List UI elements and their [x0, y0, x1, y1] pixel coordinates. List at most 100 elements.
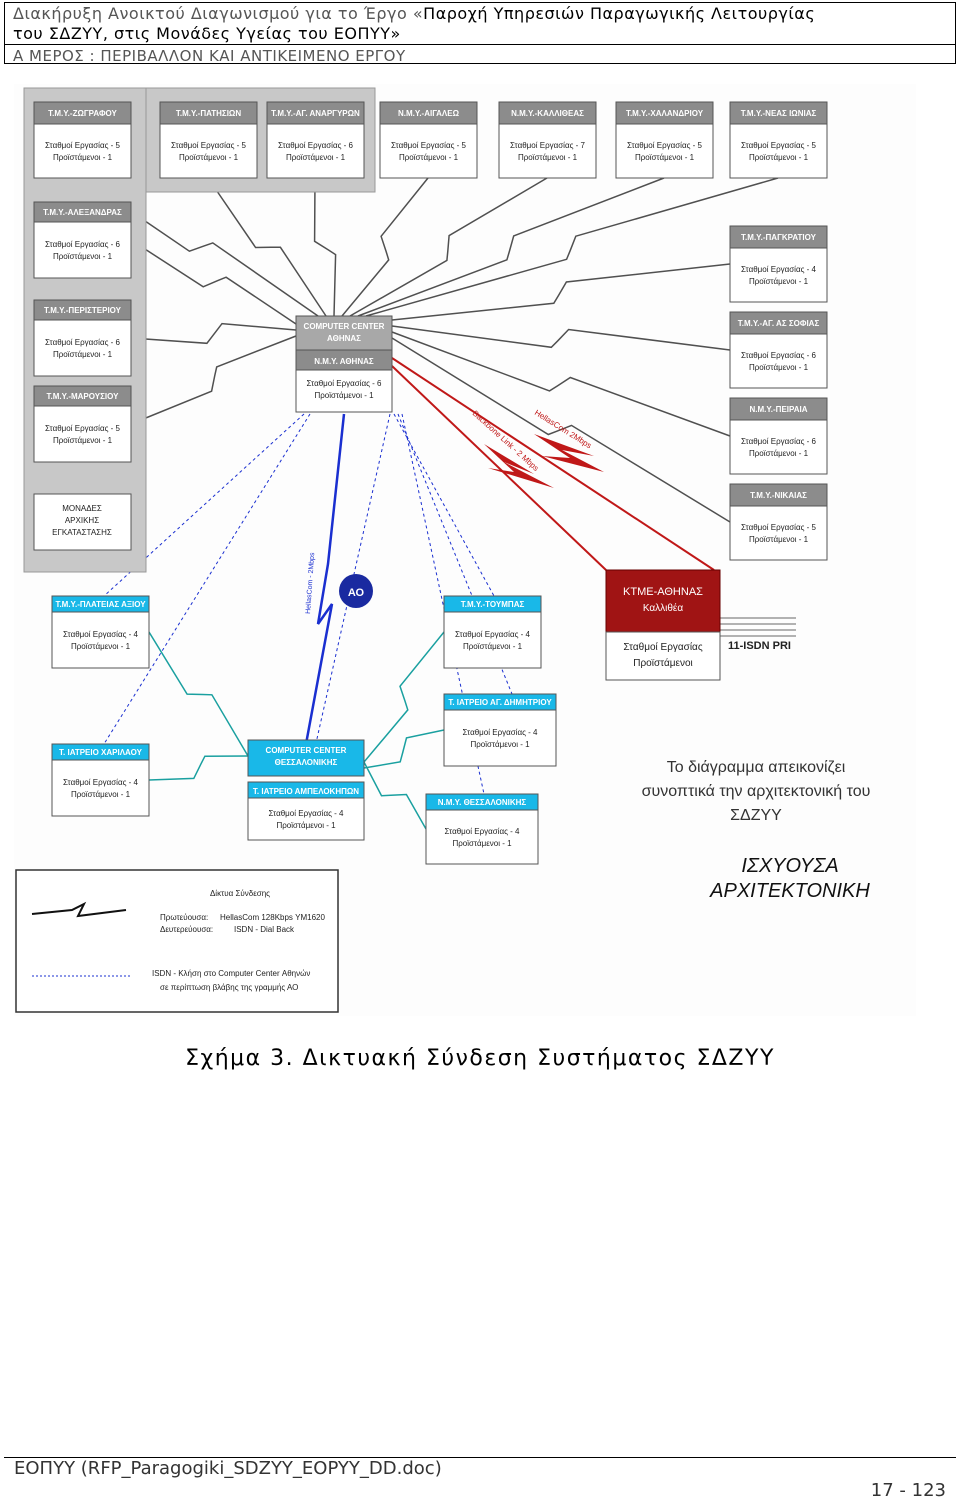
link-left-unit-0 — [130, 239, 297, 325]
red-hellascom-link — [391, 357, 715, 571]
north-unit-2-heads: Προϊστάμενοι - 1 — [470, 740, 530, 749]
top-unit-2-title-bar — [266, 101, 365, 125]
left-unit-1-stations: Σταθμοί Εργασίας - 6 — [45, 338, 121, 347]
link-right-unit-1 — [391, 325, 731, 351]
north-unit-4-title: Ν.Μ.Υ. ΘΕΣΣΑΛΟΝΙΚΗΣ — [438, 798, 527, 807]
link-north-unit-3 — [148, 755, 249, 781]
top-unit-4-title: Ν.Μ.Υ.-ΚΑΛΛΙΘΕΑΣ — [511, 109, 584, 118]
other-units-line-1: ΜΟΝΑΔΕΣ — [62, 504, 102, 513]
left-unit-2-title: Τ.Μ.Υ.-ΜΑΡΟΥΣΙΟΥ — [47, 392, 120, 401]
north-unit-4-stations: Σταθμοί Εργασίας - 4 — [444, 827, 520, 836]
top-unit-0-stations: Σταθμοί Εργασίας - 5 — [45, 141, 121, 150]
figure-caption: Σχήμα 3. Δικτυακή Σύνδεση Συστήματος ΣΔΖ… — [185, 1046, 775, 1071]
left-unit-1-heads: Προϊστάμενοι - 1 — [53, 350, 113, 359]
header-line-1: Διακήρυξη Ανοικτού Διαγωνισμού για το Έρ… — [13, 4, 815, 24]
diagram-note-line-2: συνοπτικά την αρχιτεκτονική του — [642, 783, 871, 800]
other-units-line-2: ΑΡΧΙΚΗΣ — [65, 516, 99, 525]
ktme-stations: Σταθμοί Εργασίας — [623, 641, 702, 653]
top-unit-6-title-bar — [729, 101, 828, 125]
right-unit-3-title-bar — [729, 483, 828, 507]
page-header: Διακήρυξη Ανοικτού Διαγωνισμού για το Έρ… — [4, 2, 956, 65]
right-unit-1-title-bar — [729, 311, 828, 335]
dashed-link-2 — [393, 413, 495, 597]
right-unit-1-heads: Προϊστάμενοι - 1 — [749, 363, 809, 372]
footer-page-number: 17 - 123 — [870, 1480, 946, 1501]
header-line-1b: Παροχή Υπηρεσιών Παραγωγικής Λειτουργίας — [423, 4, 816, 23]
left-unit-2-heads: Προϊστάμενοι - 1 — [53, 436, 113, 445]
right-unit-0-title: Τ.Μ.Υ.-ΠΑΓΚΡΑΤΙΟΥ — [741, 233, 817, 242]
legend-primary-label: Πρωτεύουσα: — [160, 913, 208, 922]
legend-backup-value: ISDN - Dial Back — [234, 925, 295, 934]
thess-center-unit: Τ. ΙΑΤΡΕΙΟ ΑΜΠΕΛΟΚΗΠΩΝ — [253, 787, 359, 796]
thess-center-title-2: ΘΕΣΣΑΛΟΝΙΚΗΣ — [275, 758, 338, 767]
right-unit-0-title-bar — [729, 225, 828, 249]
right-unit-3-title: Τ.Μ.Υ.-ΝΙΚΑΙΑΣ — [750, 491, 807, 500]
right-unit-3-stations: Σταθμοί Εργασίας - 5 — [741, 523, 817, 532]
top-unit-1-title: Τ.Μ.Υ.-ΠΑΤΗΣΙΩΝ — [176, 109, 241, 118]
thess-center-title-box — [247, 739, 365, 777]
link-north-unit-0 — [148, 631, 249, 757]
top-unit-1-stations: Σταθμοί Εργασίας - 5 — [171, 141, 247, 150]
thess-center-unit-bar — [247, 781, 365, 799]
architecture-status-line-2: ΑΡΧΙΤΕΚΤΟΝΙΚΗ — [709, 880, 870, 902]
legend-box — [15, 869, 339, 1013]
header-line-2: του ΣΔΖΥΥ, στις Μονάδες Υγείας του ΕΟΠΥΥ… — [13, 24, 401, 43]
left-unit-0-title-bar — [33, 201, 132, 223]
top-unit-6-title: Τ.Μ.Υ.-ΝΕΑΣ ΙΩΝΙΑΣ — [741, 109, 817, 118]
legend-bolt-sample — [31, 901, 127, 918]
red-backbone-link — [391, 365, 607, 571]
left-unit-1-title-bar — [33, 299, 132, 321]
diagram-note-line-3: ΣΔΖΥΥ — [730, 807, 782, 824]
ktme-title-1: ΚΤΜΕ-ΑΘΗΝΑΣ — [623, 586, 703, 598]
diagram-bolts — [81, 177, 779, 830]
link-north-unit-1 — [363, 631, 445, 763]
blue-link-athens-thessaloniki — [304, 413, 346, 745]
ktme-title-2: Καλλιθέα — [643, 602, 684, 614]
link-right-unit-2 — [391, 331, 731, 437]
top-unit-1-title-bar — [159, 101, 258, 125]
top-unit-3-stations: Σταθμοί Εργασίας - 5 — [391, 141, 467, 150]
thess-center-stations: Σταθμοί Εργασίας - 4 — [268, 809, 344, 818]
left-unit-0-stations: Σταθμοί Εργασίας - 6 — [45, 240, 121, 249]
ao-label: ΑΟ — [348, 587, 365, 599]
architecture-status-line-1: ΙΣΧΥΟΥΣΑ — [741, 855, 838, 877]
link-top-unit-3 — [341, 177, 429, 317]
north-unit-0-title: Τ.Μ.Υ.-ΠΛΑΤΕΙΑΣ ΑΞΙΟΥ — [55, 600, 146, 609]
north-unit-2-stations: Σταθμοί Εργασίας - 4 — [462, 728, 538, 737]
thess-center-heads: Προϊστάμενοι - 1 — [276, 821, 336, 830]
right-unit-2-title-bar — [729, 397, 828, 421]
left-unit-2-stations: Σταθμοί Εργασίας - 5 — [45, 424, 121, 433]
north-unit-4-title-bar — [425, 793, 539, 811]
athens-center-title-1: COMPUTER CENTER — [304, 322, 385, 331]
athens-center-title-box — [295, 315, 393, 351]
ktme-body-box — [605, 631, 721, 681]
top-unit-5-stations: Σταθμοί Εργασίας - 5 — [627, 141, 703, 150]
legend-backup-label: Δευτερεύουσα: — [160, 925, 213, 934]
north-unit-1-title: Τ.Μ.Υ.-ΤΟΥΜΠΑΣ — [461, 600, 525, 609]
link-left-unit-1 — [130, 322, 297, 345]
dashed-link-1 — [103, 413, 311, 745]
left-unit-0-heads: Προϊστάμενοι - 1 — [53, 252, 113, 261]
left-unit-2: Τ.Μ.Υ.-ΜΑΡΟΥΣΙΟΥ Σταθμοί Εργασίας - 5 Προϊ… — [33, 385, 132, 463]
north-unit-3-title-bar — [51, 743, 150, 761]
right-unit-0-stations: Σταθμοί Εργασίας - 4 — [741, 265, 817, 274]
legend-primary-value: HellasCom 128Kbps ΥΜ1620 — [220, 913, 325, 922]
red-bolt-2 — [534, 434, 604, 472]
dashed-link-4 — [401, 413, 485, 795]
top-unit-3-heads: Προϊστάμενοι - 1 — [399, 153, 459, 162]
top-unit-6-stations: Σταθμοί Εργασίας - 5 — [741, 141, 817, 150]
legend-dotted-line-2: σε περίπτωση βλάβης της γραμμής ΑΟ — [160, 983, 298, 992]
top-unit-5-title-bar — [615, 101, 714, 125]
